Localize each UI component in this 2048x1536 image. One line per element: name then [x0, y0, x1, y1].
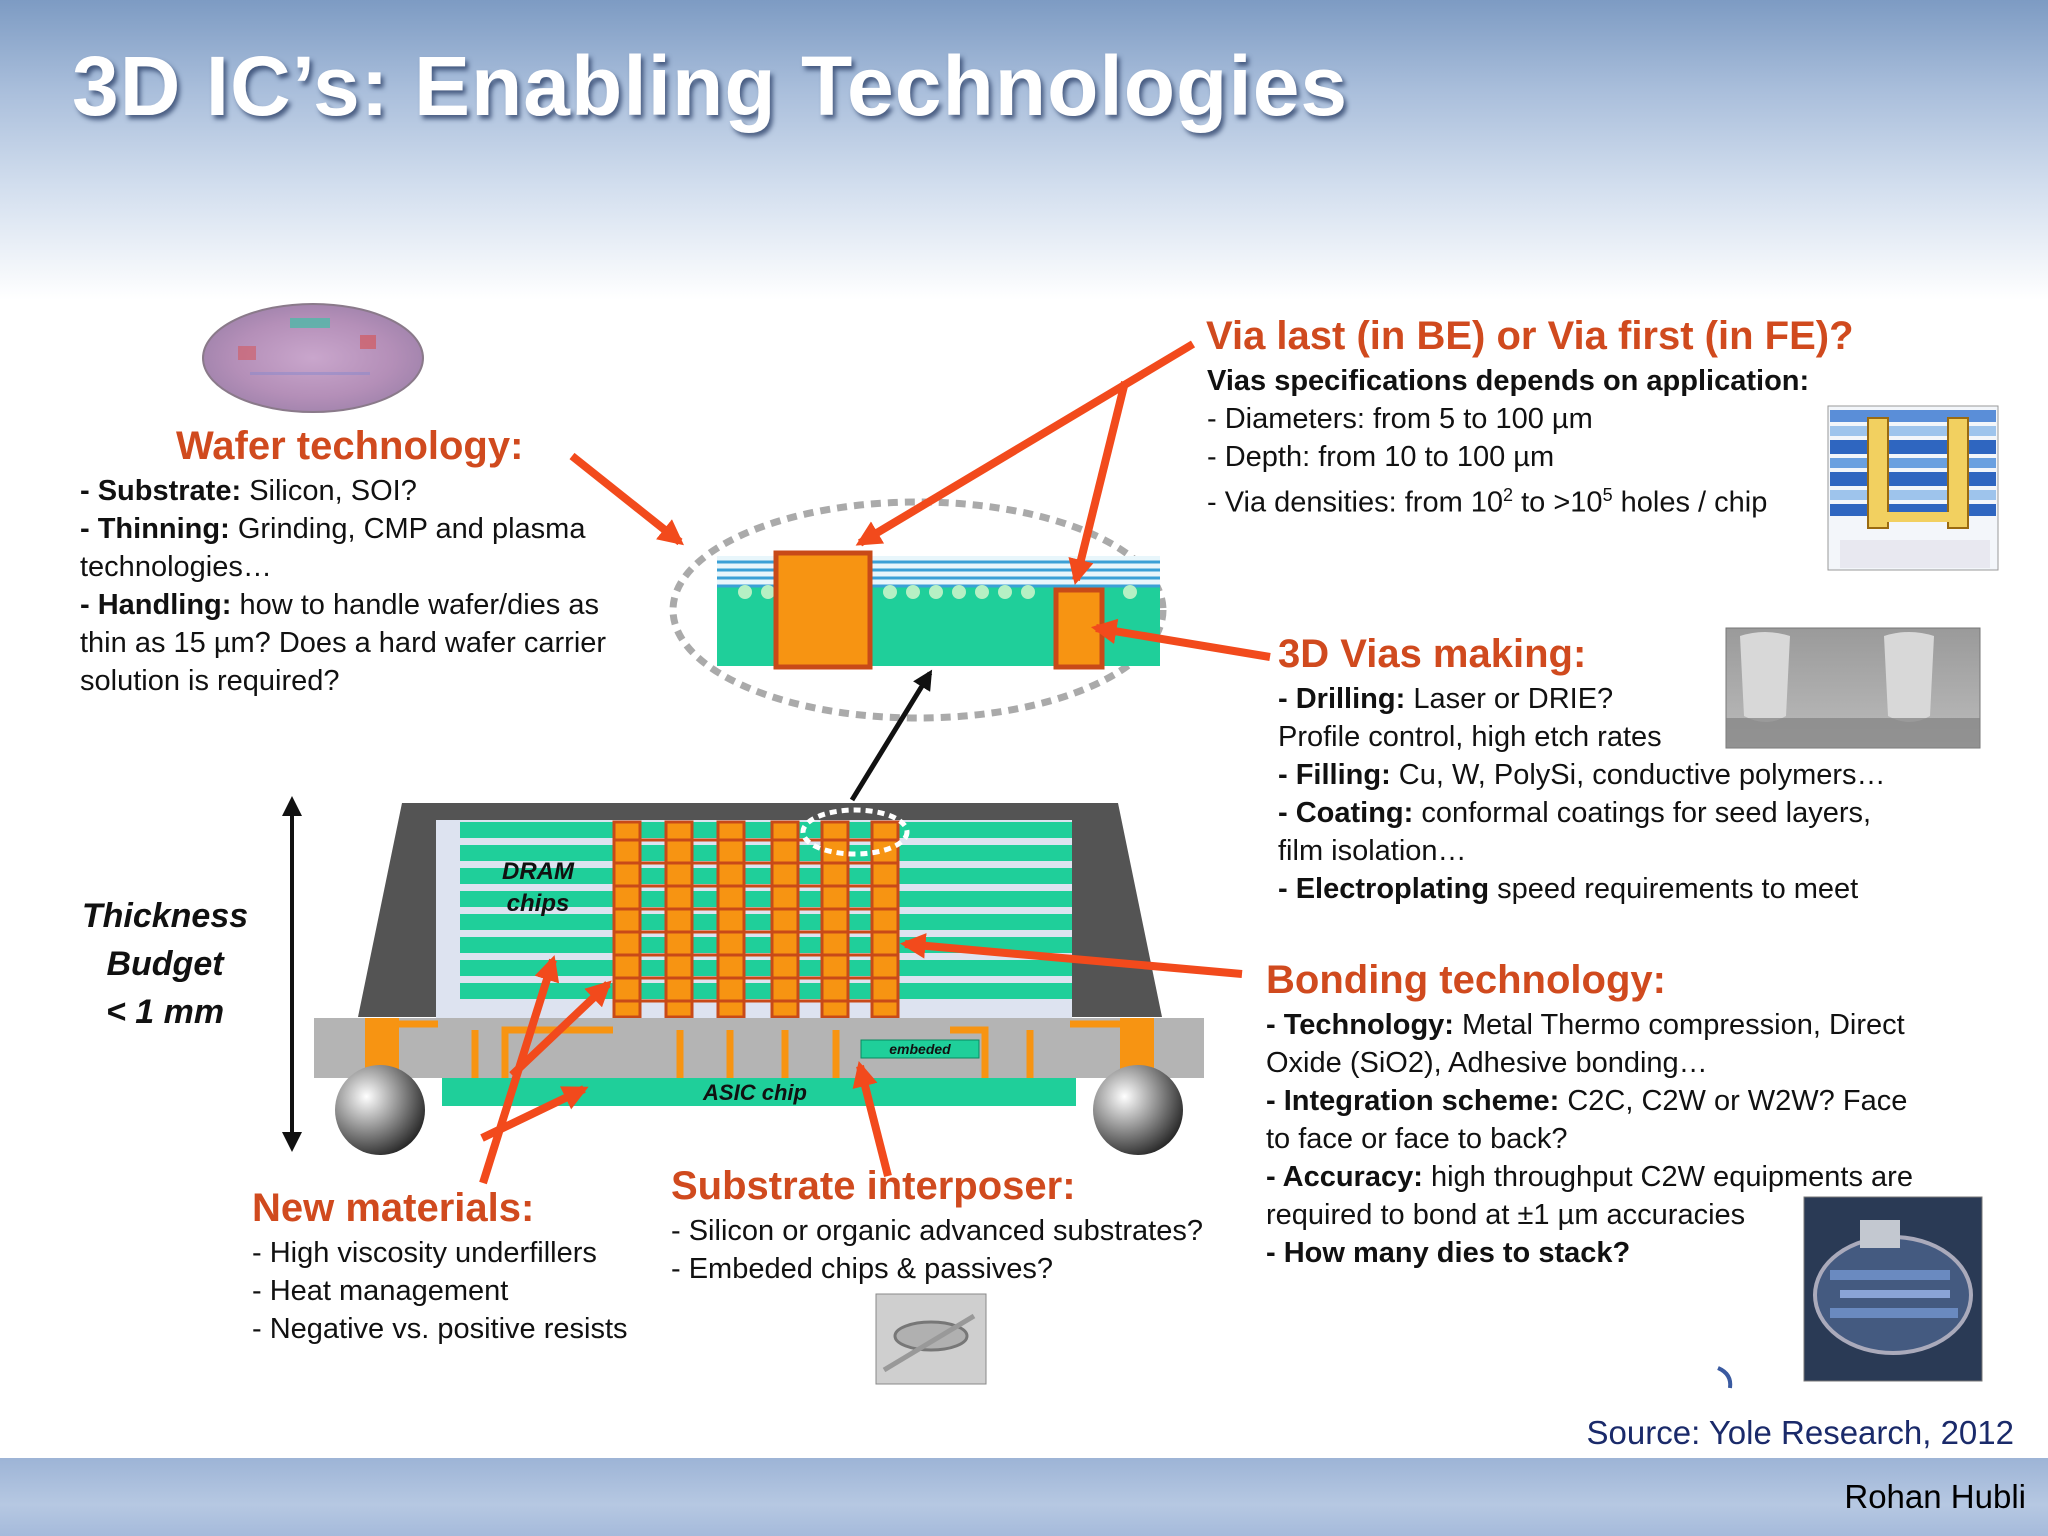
wafer-item: solution is required? [80, 665, 340, 697]
thickness-line2: Budget [106, 945, 224, 983]
via-subtitle: Vias specifications depends on applicati… [1207, 365, 1810, 397]
wafer-item: - Thinning: Grinding, CMP and plasma [80, 513, 586, 545]
via-density-item: - Via densities: from 102 to >105 holes … [1207, 485, 1768, 519]
vias-making-item: Profile control, high etch rates [1278, 721, 1662, 753]
wafer-item: technologies… [80, 551, 272, 583]
interposer-photo [875, 1293, 987, 1385]
bonding-item: - Accuracy: high throughput C2W equipmen… [1266, 1161, 1913, 1193]
via-item: - Depth: from 10 to 100 µm [1207, 441, 1555, 473]
logo-fragment-icon [1717, 1366, 1733, 1389]
wafer-title: Wafer technology: [176, 424, 524, 468]
vias-making-item: - Coating: conformal coatings for seed l… [1278, 797, 1872, 829]
bonding-list: - Technology: Metal Thermo compression, … [1266, 1006, 1913, 1272]
via-list: - Diameters: from 5 to 100 µm - Depth: f… [1207, 400, 1767, 522]
bonding-item: - How many dies to stack? [1266, 1237, 1631, 1269]
title-background [0, 0, 2048, 300]
materials-item: - Heat management [252, 1275, 509, 1307]
bonding-item: required to bond at ±1 µm accuracies [1266, 1199, 1746, 1231]
wafer-list: - Substrate: Silicon, SOI? - Thinning: G… [80, 472, 606, 700]
via-item: - Diameters: from 5 to 100 µm [1207, 403, 1593, 435]
interposer-item: - Embeded chips & passives? [671, 1253, 1054, 1285]
vias-making-item: film isolation… [1278, 835, 1467, 867]
materials-item: - High viscosity underfillers [252, 1237, 597, 1269]
bonding-title: Bonding technology: [1266, 958, 1666, 1002]
thickness-budget-label: Thickness Budget < 1 mm [58, 892, 272, 1036]
interposer-list: - Silicon or organic advanced substrates… [671, 1212, 1203, 1288]
embeded-label: embeded [889, 1041, 951, 1057]
bonding-item: - Integration scheme: C2C, C2W or W2W? F… [1266, 1085, 1908, 1117]
vias-making-item: - Electroplating speed requirements to m… [1278, 873, 1859, 905]
materials-list: - High viscosity underfillers - Heat man… [252, 1234, 628, 1348]
vias-making-item: - Filling: Cu, W, PolySi, conductive pol… [1278, 759, 1886, 791]
vias-making-title: 3D Vias making: [1278, 632, 1587, 676]
wafer-item: - Handling: how to handle wafer/dies as [80, 589, 599, 621]
thickness-line1: Thickness [81, 897, 249, 935]
via-title: Via last (in BE) or Via first (in FE)? [1206, 314, 1854, 358]
bonding-equipment-photo [1803, 1196, 1983, 1382]
author-name: Rohan Hubli [1844, 1478, 2026, 1515]
callout-arrows [479, 340, 1271, 1185]
footer-bar [0, 1458, 2048, 1536]
vias-making-list: - Drilling: Laser or DRIE? Profile contr… [1278, 680, 1886, 908]
asic-chip-label: ASIC chip [703, 1080, 807, 1105]
dram-label-line1: DRAM [502, 858, 574, 885]
sem-via-photo [1725, 627, 1981, 749]
bonding-item: Oxide (SiO2), Adhesive bonding… [1266, 1047, 1708, 1079]
interposer-item: - Silicon or organic advanced substrates… [671, 1215, 1203, 1247]
dram-chips-label: DRAM chips [498, 856, 578, 920]
thickness-line3: < 1 mm [105, 993, 225, 1031]
source-citation: Source: Yole Research, 2012 [1586, 1414, 2014, 1451]
wafer-photo [202, 303, 424, 413]
wafer-item: - Substrate: Silicon, SOI? [80, 475, 417, 507]
vias-making-item: - Drilling: Laser or DRIE? [1278, 683, 1614, 715]
dram-label-line2: chips [506, 890, 570, 917]
zoom-arrow [849, 669, 933, 802]
wafer-item: thin as 15 µm? Does a hard wafer carrier [80, 627, 607, 659]
bonding-item: to face or face to back? [1266, 1123, 1568, 1155]
via-cross-section-photo [1827, 405, 1999, 571]
slide-title: 3D IC’s: Enabling Technologies [72, 39, 1349, 133]
materials-item: - Negative vs. positive resists [252, 1313, 628, 1345]
bonding-item: - Technology: Metal Thermo compression, … [1266, 1009, 1905, 1041]
interposer-title: Substrate interposer: [671, 1164, 1076, 1208]
materials-title: New materials: [252, 1186, 535, 1230]
